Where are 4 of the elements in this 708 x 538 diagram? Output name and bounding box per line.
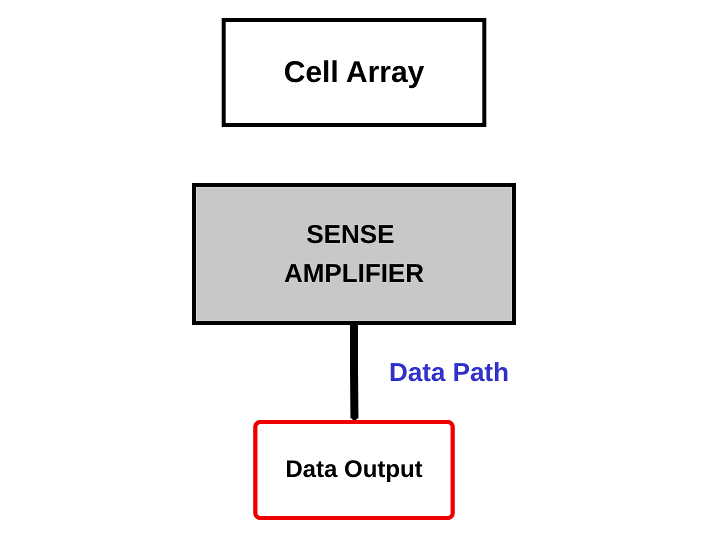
node-box: SENSE AMPLIFIER	[192, 183, 516, 325]
edge-label: Data Path	[389, 357, 509, 387]
arrow	[350, 323, 359, 423]
node-box: Cell Array	[222, 18, 486, 127]
